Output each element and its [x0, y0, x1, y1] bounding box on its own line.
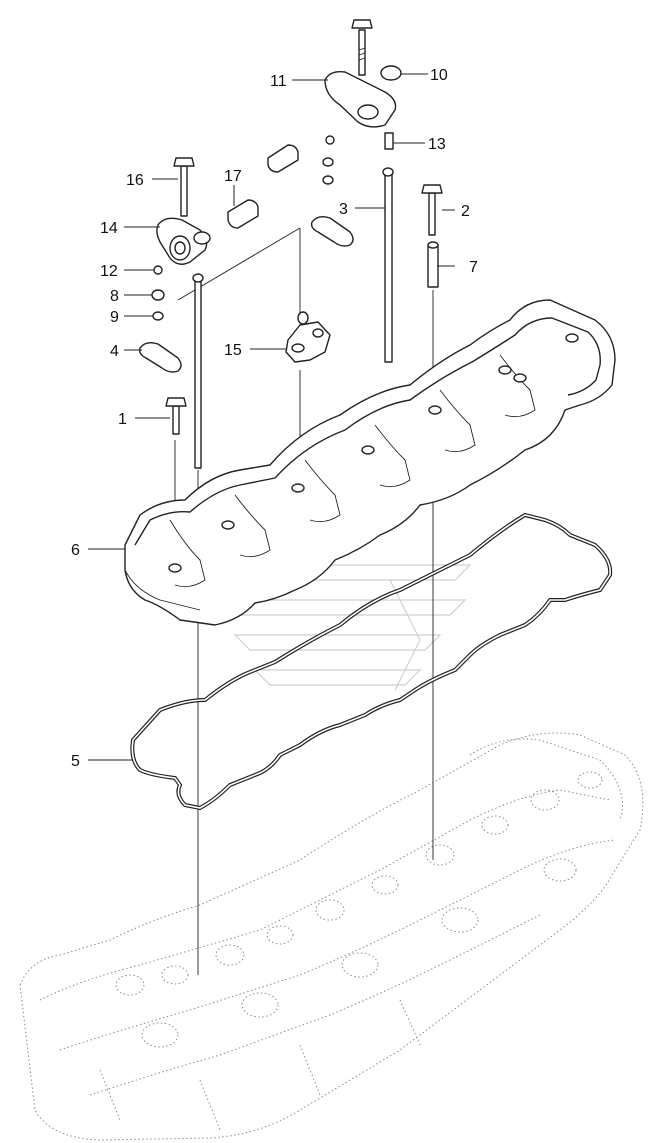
sleeve-7	[427, 244, 439, 288]
label-4: 4	[110, 343, 119, 360]
bolt-16-shank	[180, 165, 188, 217]
rocker-11	[324, 70, 397, 128]
bolt-2-and-sleeve-7	[421, 184, 443, 288]
valve-cover-gasket	[130, 512, 613, 811]
bushing-upper	[267, 144, 299, 173]
label-12: 12	[100, 263, 118, 280]
top-bolt-head	[351, 19, 373, 29]
callout-labels: 1 2 3 4 5 6 7 8 9 10 11 12 13 14 15 16 1…	[71, 67, 478, 770]
label-13: 13	[428, 136, 446, 153]
label-3: 3	[339, 201, 348, 218]
push-rod-left-tip	[192, 273, 204, 283]
push-rod-left	[194, 277, 202, 469]
bracket-15	[285, 311, 331, 363]
callout-leaders	[88, 73, 455, 761]
label-2: 2	[461, 203, 470, 220]
bolt-2-head	[421, 184, 443, 194]
ball-12	[153, 265, 163, 275]
label-17: 17	[224, 168, 242, 185]
bushing-17	[227, 199, 259, 229]
label-9: 9	[110, 309, 119, 326]
rocker-14-assembly	[138, 157, 211, 373]
rocker-11-assembly	[310, 19, 402, 247]
bolt-1	[165, 397, 187, 435]
label-16: 16	[126, 172, 144, 189]
bolt-16-head	[173, 157, 195, 167]
push-rod-right	[384, 171, 393, 363]
label-10: 10	[430, 67, 448, 84]
rocker-3-arm	[310, 215, 354, 247]
push-rods	[192, 167, 394, 469]
bolt-2	[428, 192, 436, 236]
engine-block-outline	[19, 732, 644, 1141]
label-5: 5	[71, 753, 80, 770]
nut-10	[380, 65, 402, 81]
small-ball	[325, 135, 335, 145]
label-1: 1	[118, 411, 127, 428]
valve-cover	[124, 299, 616, 626]
pin-13	[384, 132, 394, 150]
cap-8	[151, 289, 165, 301]
push-rod-right-tip	[382, 167, 394, 177]
label-7: 7	[469, 259, 478, 276]
top-bolt-shank	[358, 29, 366, 76]
bushings	[227, 144, 299, 229]
label-8: 8	[110, 288, 119, 305]
label-14: 14	[100, 220, 118, 237]
cap-9	[152, 311, 164, 321]
label-15: 15	[224, 342, 242, 359]
rocker-arm-4	[138, 341, 182, 373]
label-11: 11	[270, 73, 287, 90]
label-6: 6	[71, 542, 80, 559]
